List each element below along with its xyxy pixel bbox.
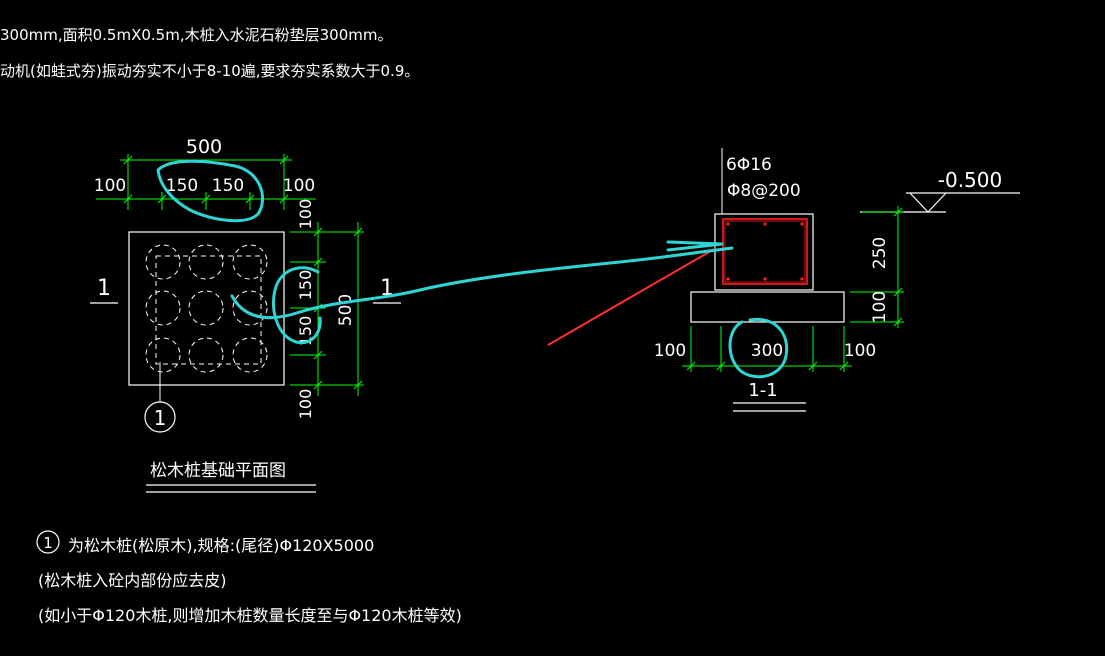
red-pointer-arrow xyxy=(547,247,717,346)
plan-dim-right-margin: 100 xyxy=(283,176,315,196)
plan-dim-spacing-1: 150 xyxy=(166,176,198,196)
section-pile-cap xyxy=(714,213,814,291)
plan-view: 500 100 150 150 100 xyxy=(90,136,401,493)
plan-pile-callout-circle xyxy=(144,401,176,433)
plan-dim-total-label: 500 xyxy=(186,136,222,158)
legend-line-2: (松木桩入砼内部份应去皮) xyxy=(38,571,227,590)
cyan-circle-width xyxy=(728,317,789,379)
plan-title: 松木桩基础平面图 xyxy=(150,461,286,481)
legend-line-1: 为松木桩(松原木),规格:(尾径)Φ120X5000 xyxy=(68,536,375,555)
plan-dim-top-margin: 100 xyxy=(296,199,315,230)
plan-dim-side-spacing-1: 150 xyxy=(296,270,315,301)
plan-pile-group-boundary xyxy=(155,255,262,365)
plan-pile-circles xyxy=(145,244,268,373)
pile-circle xyxy=(145,244,181,280)
section-dim-right xyxy=(850,206,904,328)
legend-line-3: (如小于Φ120木桩,则增加木桩数量长度至与Φ120木桩等效) xyxy=(38,606,462,625)
section-elevation-value: -0.500 xyxy=(938,168,1002,192)
pile-circle xyxy=(232,290,268,326)
section-cushion-layer xyxy=(690,291,845,323)
section-rebar-main: 6Φ16 xyxy=(726,155,772,175)
pile-circle xyxy=(188,244,224,280)
plan-dim-total xyxy=(120,154,292,210)
plan-section-mark-left: 1 xyxy=(97,276,111,301)
pile-circle xyxy=(145,337,181,373)
legend-callout-circle xyxy=(36,530,60,554)
pile-circle xyxy=(232,244,268,280)
section-dim-right-value: 100 xyxy=(844,341,876,361)
section-dim-left: 100 xyxy=(654,341,686,361)
section-dim-height-top: 250 xyxy=(870,237,890,269)
section-rebar-dots xyxy=(726,222,804,281)
pile-circle xyxy=(188,337,224,373)
markup-annotations xyxy=(156,159,789,379)
section-rebar-cage xyxy=(722,218,808,285)
plan-dim-left-margin: 100 xyxy=(94,176,126,196)
legend-callout-number: 1 xyxy=(43,534,53,552)
plan-dim-side-total: 500 xyxy=(336,294,356,326)
section-elevation-symbol xyxy=(860,192,1020,213)
section-rebar-stirrup: Φ8@200 xyxy=(727,181,801,201)
section-view: 6Φ16 Φ8@200 -0.500 250 xyxy=(654,148,1020,412)
plan-dim-bottom-margin: 100 xyxy=(296,389,315,420)
cyan-circle-top-spacing xyxy=(156,159,264,223)
cyan-circle-side-spacing xyxy=(272,266,322,345)
plan-foundation-outline xyxy=(128,231,285,386)
section-dim-bottom xyxy=(682,326,852,372)
pile-circle xyxy=(232,337,268,373)
cyan-connector-stroke xyxy=(230,246,734,320)
section-dim-width: 300 xyxy=(751,341,783,361)
note-line-1: 300mm,面积0.5mX0.5m,木桩入水泥石粉垫层300mm。 xyxy=(0,26,393,44)
section-title: 1-1 xyxy=(748,380,777,401)
plan-dim-subdivisions xyxy=(96,192,316,210)
plan-dim-side-spacing-2: 150 xyxy=(296,316,315,347)
section-stirrup xyxy=(724,220,806,283)
plan-pile-callout-number: 1 xyxy=(154,406,167,430)
pile-circle xyxy=(145,290,181,326)
plan-dim-spacing-2: 150 xyxy=(212,176,244,196)
pile-circle xyxy=(188,290,224,326)
note-line-2: 动机(如蛙式夯)振动夯实不小于8-10遍,要求夯实系数大于0.9。 xyxy=(0,62,420,80)
section-dim-height-bottom: 100 xyxy=(870,291,890,323)
cyan-arrowhead xyxy=(666,240,724,252)
